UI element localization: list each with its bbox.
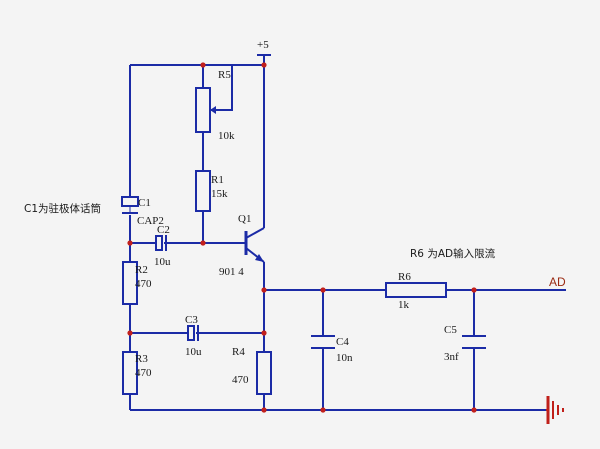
r2-ref: R2 xyxy=(135,264,148,276)
c5-capacitor: C5 3nf xyxy=(444,324,486,363)
c2-capacitor: C2 10u xyxy=(154,224,171,268)
c2-ref: C2 xyxy=(157,224,170,236)
c2-value: 10u xyxy=(154,256,171,268)
ad-net-label: AD xyxy=(549,275,566,289)
r6-ref: R6 xyxy=(398,271,411,283)
r6-note: R6 为AD输入限流 xyxy=(410,247,496,260)
r3-resistor: R3 470 xyxy=(122,351,152,395)
junction-dot xyxy=(320,407,326,413)
c3-ref: C3 xyxy=(185,314,198,326)
r6-value: 1k xyxy=(398,299,410,311)
junction-dot xyxy=(200,240,206,246)
c1-note: C1为驻极体话筒 xyxy=(24,202,101,215)
ground-icon xyxy=(546,396,564,424)
r1-resistor: R1 15k xyxy=(195,170,228,212)
c4-ref: C4 xyxy=(336,336,349,348)
c3-value: 10u xyxy=(185,346,202,358)
junction-dot xyxy=(471,287,477,293)
c1-value: CAP2 xyxy=(137,215,164,227)
junction-dot xyxy=(261,62,267,68)
c5-value: 3nf xyxy=(444,351,459,363)
power-symbol: +5 xyxy=(257,39,271,56)
r4-value: 470 xyxy=(232,374,249,386)
c4-capacitor: C4 10n xyxy=(311,335,353,364)
r2-resistor: R2 470 xyxy=(122,261,152,305)
r4-ref: R4 xyxy=(232,346,245,358)
r2-value: 470 xyxy=(135,278,152,290)
r5-value: 10k xyxy=(218,130,235,142)
q1-value: 901 4 xyxy=(219,266,244,278)
c5-ref: C5 xyxy=(444,324,457,336)
r5-potentiometer: R5 10k xyxy=(195,69,235,142)
junction-dot xyxy=(261,407,267,413)
power-label: +5 xyxy=(257,39,269,51)
junction-dot xyxy=(127,330,133,336)
junction-dot xyxy=(127,240,133,246)
junction-dot xyxy=(471,407,477,413)
q1-ref: Q1 xyxy=(238,213,251,225)
junction-dot xyxy=(320,287,326,293)
junction-dot xyxy=(200,62,206,68)
c3-capacitor: C3 10u xyxy=(185,314,202,358)
junction-dot xyxy=(261,287,267,293)
r6-resistor: R6 1k R6 为AD输入限流 xyxy=(385,247,496,311)
c4-value: 10n xyxy=(336,352,353,364)
r1-ref: R1 xyxy=(211,174,224,186)
r1-value: 15k xyxy=(211,188,228,200)
c1-capacitor: C1 CAP2 C1为驻极体话筒 xyxy=(24,196,164,227)
c1-ref: C1 xyxy=(138,197,151,209)
q1-transistor: Q1 901 4 xyxy=(219,213,265,278)
r5-ref: R5 xyxy=(218,69,231,81)
r3-value: 470 xyxy=(135,367,152,379)
junction-dot xyxy=(261,330,267,336)
junctions xyxy=(127,62,477,413)
r4-resistor: R4 470 xyxy=(232,346,272,395)
r3-ref: R3 xyxy=(135,353,148,365)
